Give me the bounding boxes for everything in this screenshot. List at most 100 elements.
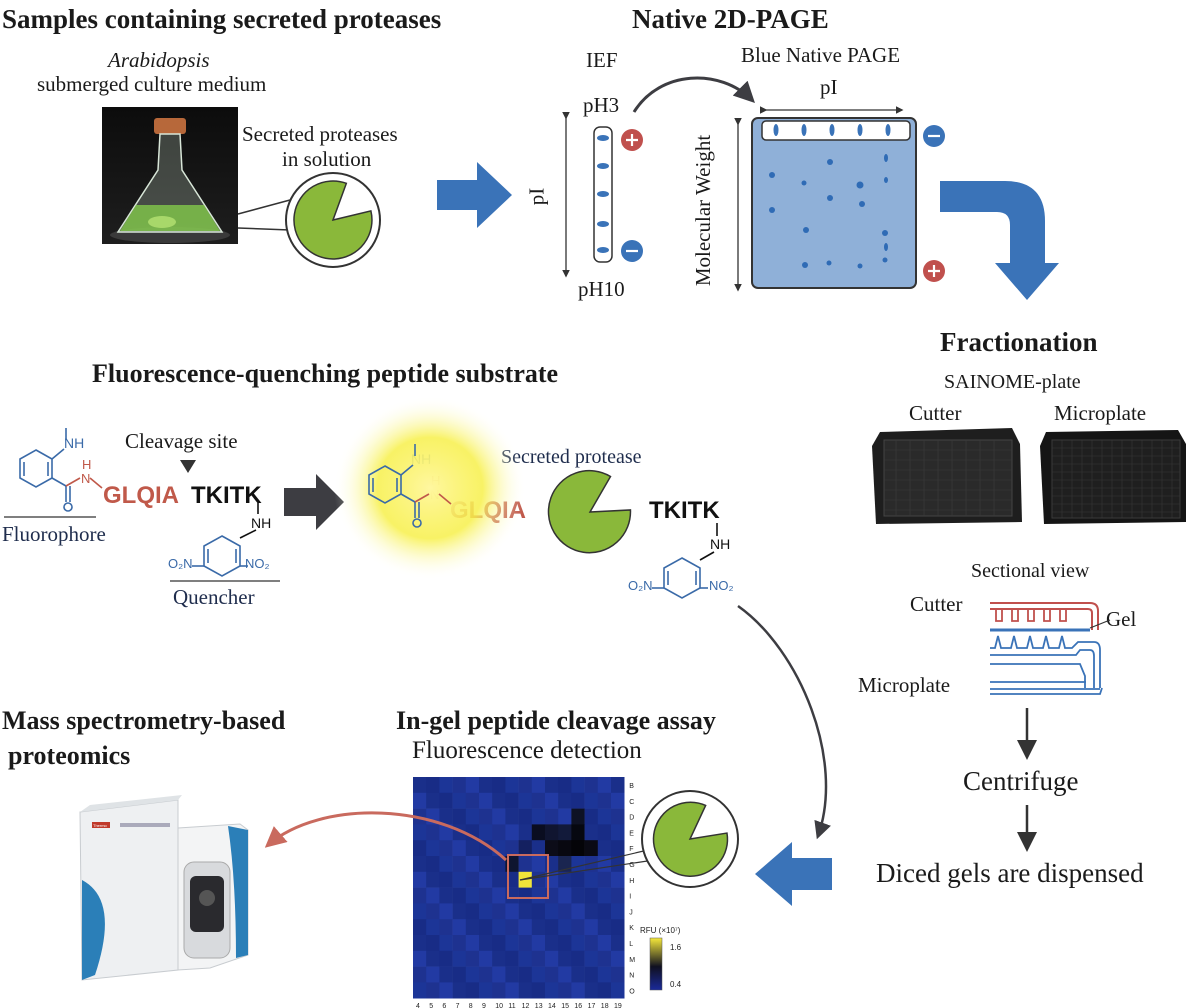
heatmap-cell bbox=[439, 935, 453, 952]
protease-pacman-icon bbox=[547, 469, 632, 554]
fluorescence-detection-label: Fluorescence detection bbox=[412, 737, 642, 764]
heatmap-cell bbox=[584, 903, 599, 920]
heatmap-cell bbox=[426, 887, 440, 904]
heatmap-cell bbox=[505, 950, 519, 967]
heatmap-cell bbox=[545, 919, 559, 936]
heatmap-cell bbox=[452, 871, 467, 888]
heatmap-cell bbox=[571, 856, 585, 873]
heatmap-cell bbox=[597, 982, 612, 999]
sectional-view-label: Sectional view bbox=[971, 560, 1090, 582]
heatmap-cell bbox=[597, 792, 612, 809]
heatmap-cell bbox=[492, 808, 506, 825]
released-quencher-structure bbox=[652, 523, 718, 599]
heatmap-cell bbox=[597, 903, 612, 920]
sectional-microplate-label: Microplate bbox=[858, 673, 951, 697]
heatmap-cell bbox=[518, 966, 533, 983]
arrow-right-1 bbox=[437, 162, 512, 228]
heatmap-row-label: C bbox=[629, 799, 634, 806]
heatmap-cell bbox=[465, 856, 480, 873]
heatmap-cell bbox=[479, 950, 493, 967]
colorbar-low: 0.4 bbox=[670, 980, 682, 989]
heatmap-cell bbox=[545, 840, 559, 857]
heatmap-cell bbox=[518, 887, 533, 904]
heatmap-cell bbox=[439, 966, 453, 983]
flask-photo bbox=[102, 107, 238, 244]
heatmap-cell bbox=[479, 871, 493, 888]
heatmap-cell bbox=[465, 919, 480, 936]
heatmap-row-label: N bbox=[629, 973, 634, 980]
heatmap-cell bbox=[426, 871, 440, 888]
heatmap-cell bbox=[439, 903, 453, 920]
ph10-label: pH10 bbox=[578, 277, 625, 301]
heatmap-cell bbox=[492, 887, 506, 904]
heatmap-cell bbox=[531, 982, 546, 999]
heatmap-cell bbox=[426, 950, 440, 967]
heatmap-cell bbox=[426, 824, 440, 841]
heatmap-cell bbox=[584, 950, 599, 967]
heatmap-cell bbox=[479, 792, 493, 809]
ief-minus-icon bbox=[621, 240, 643, 262]
heatmap-cell bbox=[452, 887, 467, 904]
dispensed-label: Diced gels are dispensed bbox=[876, 858, 1144, 888]
heatmap-cell bbox=[492, 824, 506, 841]
heatmap-cell bbox=[518, 982, 533, 999]
o2n-label-2: O₂N bbox=[628, 578, 653, 593]
heatmap-cell bbox=[492, 871, 506, 888]
heatmap-cell bbox=[558, 982, 572, 999]
heatmap-cell bbox=[518, 950, 533, 967]
heatmap-row-label: F bbox=[629, 846, 633, 853]
heatmap-cell bbox=[571, 950, 585, 967]
heatmap-cell bbox=[439, 950, 453, 967]
heatmap-cell bbox=[452, 919, 467, 936]
heatmap-cell bbox=[611, 935, 625, 952]
heatmap-cell bbox=[518, 903, 533, 920]
heatmap-col-label: 12 bbox=[522, 1003, 530, 1008]
heatmap-cell bbox=[465, 966, 480, 983]
bn-plus-icon bbox=[923, 260, 945, 282]
heatmap-cell bbox=[597, 935, 612, 952]
heatmap-cell bbox=[597, 840, 612, 857]
heatmap-cell bbox=[611, 919, 625, 936]
heatmap-cell bbox=[492, 935, 506, 952]
heatmap-row-label: G bbox=[629, 862, 634, 869]
peptide-seq-black-2: TKITK bbox=[649, 497, 720, 524]
heatmap-cell bbox=[413, 950, 427, 967]
heatmap-cell bbox=[558, 777, 572, 794]
heatmap-col-label: 7 bbox=[456, 1003, 460, 1008]
heatmap-cell bbox=[611, 982, 625, 999]
heatmap-col-label: 16 bbox=[574, 1003, 582, 1008]
heatmap-col-label: 13 bbox=[535, 1003, 543, 1008]
heatmap-cell bbox=[571, 792, 585, 809]
heatmap-col-label: 15 bbox=[561, 1003, 569, 1008]
heatmap-cell bbox=[492, 777, 506, 794]
heatmap-cell bbox=[571, 935, 585, 952]
curved-arrow-down bbox=[737, 604, 831, 840]
heatmap-cell bbox=[531, 919, 546, 936]
heatmap-row-label: B bbox=[629, 783, 634, 790]
bubble-label-1: Secreted proteases bbox=[242, 122, 398, 146]
heatmap-cell bbox=[558, 966, 572, 983]
ief-label: IEF bbox=[586, 48, 618, 72]
nh-label-2: NH bbox=[251, 515, 272, 531]
heatmap-cell bbox=[531, 792, 546, 809]
heatmap-cell bbox=[611, 887, 625, 904]
heatmap-cell bbox=[611, 840, 625, 857]
heatmap-cell bbox=[492, 856, 506, 873]
heatmap-cell bbox=[518, 808, 533, 825]
heatmap-cell bbox=[531, 966, 546, 983]
ms-title-line1: Mass spectrometry-based bbox=[2, 706, 286, 735]
heatmap-cell bbox=[558, 950, 572, 967]
heatmap-cell bbox=[465, 950, 480, 967]
curved-arrow-ms bbox=[264, 811, 508, 862]
bn-page-title: Blue Native PAGE bbox=[741, 43, 901, 67]
heatmap-cell bbox=[426, 777, 440, 794]
fluorophore-label: Fluorophore bbox=[2, 522, 106, 546]
no2-label-2: NO₂ bbox=[709, 578, 734, 593]
heatmap-cell bbox=[597, 966, 612, 983]
microplate-photo bbox=[1040, 430, 1186, 524]
heatmap-cell bbox=[518, 919, 533, 936]
heatmap-cell bbox=[545, 935, 559, 952]
heatmap-cell bbox=[558, 808, 572, 825]
heatmap-cell bbox=[505, 824, 519, 841]
heatmap-cell bbox=[597, 919, 612, 936]
